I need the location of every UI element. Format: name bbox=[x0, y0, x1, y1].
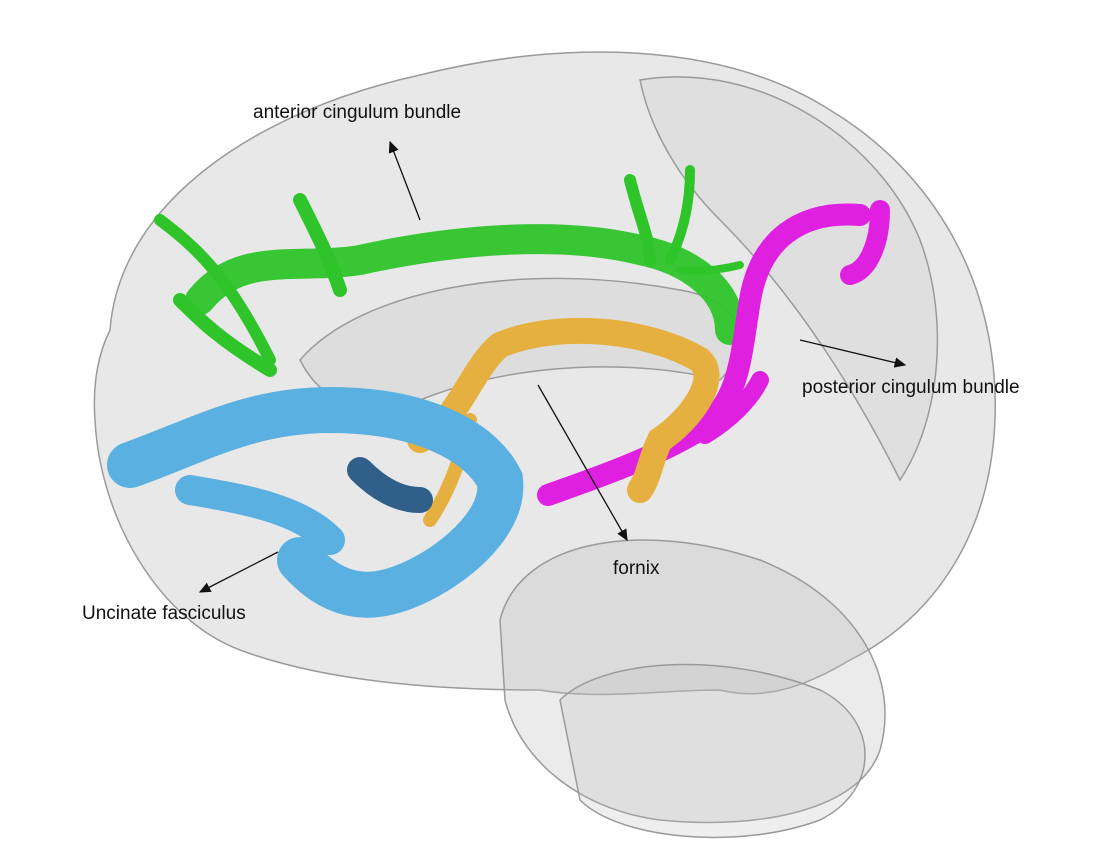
label-uncinate-fasciculus: Uncinate fasciculus bbox=[82, 603, 246, 624]
uncinate-fasciculus bbox=[107, 386, 524, 618]
posterior-cingulum-bundle bbox=[537, 200, 890, 506]
fornix-arrow bbox=[537, 384, 628, 542]
label-posterior-cingulum: posterior cingulum bundle bbox=[802, 377, 1020, 398]
posterior-arrow bbox=[799, 339, 907, 368]
label-fornix: fornix bbox=[613, 558, 660, 579]
label-arrows bbox=[198, 140, 907, 593]
anterior-arrow bbox=[388, 140, 421, 221]
anterior-cingulum-bundle bbox=[154, 165, 745, 377]
label-anterior-cingulum: anterior cingulum bundle bbox=[253, 102, 461, 123]
uncinate-arrow bbox=[198, 551, 279, 593]
